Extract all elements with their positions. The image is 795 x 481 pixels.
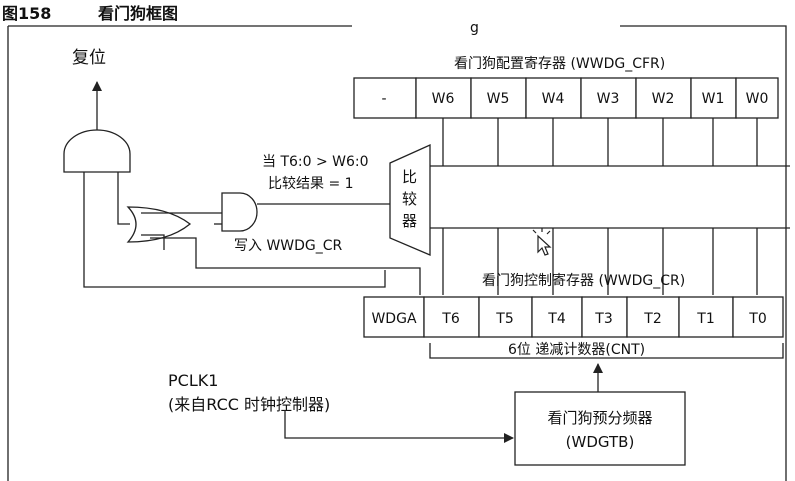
cursor-icon xyxy=(532,228,552,256)
svg-text:g: g xyxy=(470,20,479,36)
cfr-bit-4: W4 xyxy=(542,91,565,107)
or-gate-icon xyxy=(126,206,192,243)
pclk-arrow xyxy=(284,410,514,443)
comparator-icon xyxy=(389,143,431,256)
comparator-char-2: 较 xyxy=(402,190,417,208)
t6-feedback-line xyxy=(150,237,421,295)
cfr-bit-7: - xyxy=(381,91,386,107)
pclk-line-2: (来自RCC 时钟控制器) xyxy=(168,395,330,414)
pclk-line-1: PCLK1 xyxy=(168,371,218,390)
figure-number: 图158 xyxy=(2,4,51,23)
comparator-char-3: 器 xyxy=(402,212,417,230)
comparator-char-1: 比 xyxy=(402,168,417,186)
prescaler-box xyxy=(514,391,686,466)
cr-bit-6: T6 xyxy=(441,311,460,327)
cr-title: 看门狗控制寄存器 (WWDG_CR) xyxy=(482,272,685,289)
and-gate-icon xyxy=(63,129,131,173)
cfr-bit-0: W0 xyxy=(746,91,769,107)
counter-bracket xyxy=(429,343,784,359)
and-gate-icon xyxy=(221,192,258,232)
cr-bit-0: T0 xyxy=(748,311,766,327)
comparator-buses xyxy=(430,165,790,229)
cfr-bit-2: W2 xyxy=(652,91,675,107)
cr-bit-2: T2 xyxy=(643,311,661,327)
cfr-title: 看门狗配置寄存器 (WWDG_CFR) xyxy=(454,55,665,72)
cr-bit-5: T5 xyxy=(495,311,513,327)
figure-title: 看门狗框图 xyxy=(97,4,178,23)
diagram-frame xyxy=(7,25,787,481)
cr-bit-lines xyxy=(442,228,758,295)
cr-bit-4: T4 xyxy=(547,311,566,327)
write-label: 写入 WWDG_CR xyxy=(234,238,343,254)
cfr-bit-lines xyxy=(442,118,758,166)
cfr-bit-5: W5 xyxy=(487,91,510,107)
condition-line-1: 当 T6:0 > W6:0 xyxy=(262,154,369,170)
cfr-bit-6: W6 xyxy=(432,91,455,107)
cr-bit-1: T1 xyxy=(696,311,714,327)
counter-label: 6位 递减计数器(CNT) xyxy=(508,342,645,358)
cfr-register xyxy=(353,77,779,119)
wdga-feedback-line xyxy=(83,172,386,288)
cfr-bit-1: W1 xyxy=(702,91,725,107)
cr-bit-7: WDGA xyxy=(371,311,416,327)
cfr-bit-3: W3 xyxy=(597,91,620,107)
write-input-line xyxy=(141,234,165,250)
cr-register xyxy=(363,296,784,338)
prescaler-line-1: 看门狗预分频器 xyxy=(547,409,652,427)
cr-bit-3: T3 xyxy=(594,311,612,327)
prescaler-line-2: (WDGTB) xyxy=(566,433,635,451)
condition-line-2: 比较结果 = 1 xyxy=(268,176,354,192)
or-to-and-line xyxy=(117,172,130,225)
reset-label: 复位 xyxy=(72,48,106,68)
